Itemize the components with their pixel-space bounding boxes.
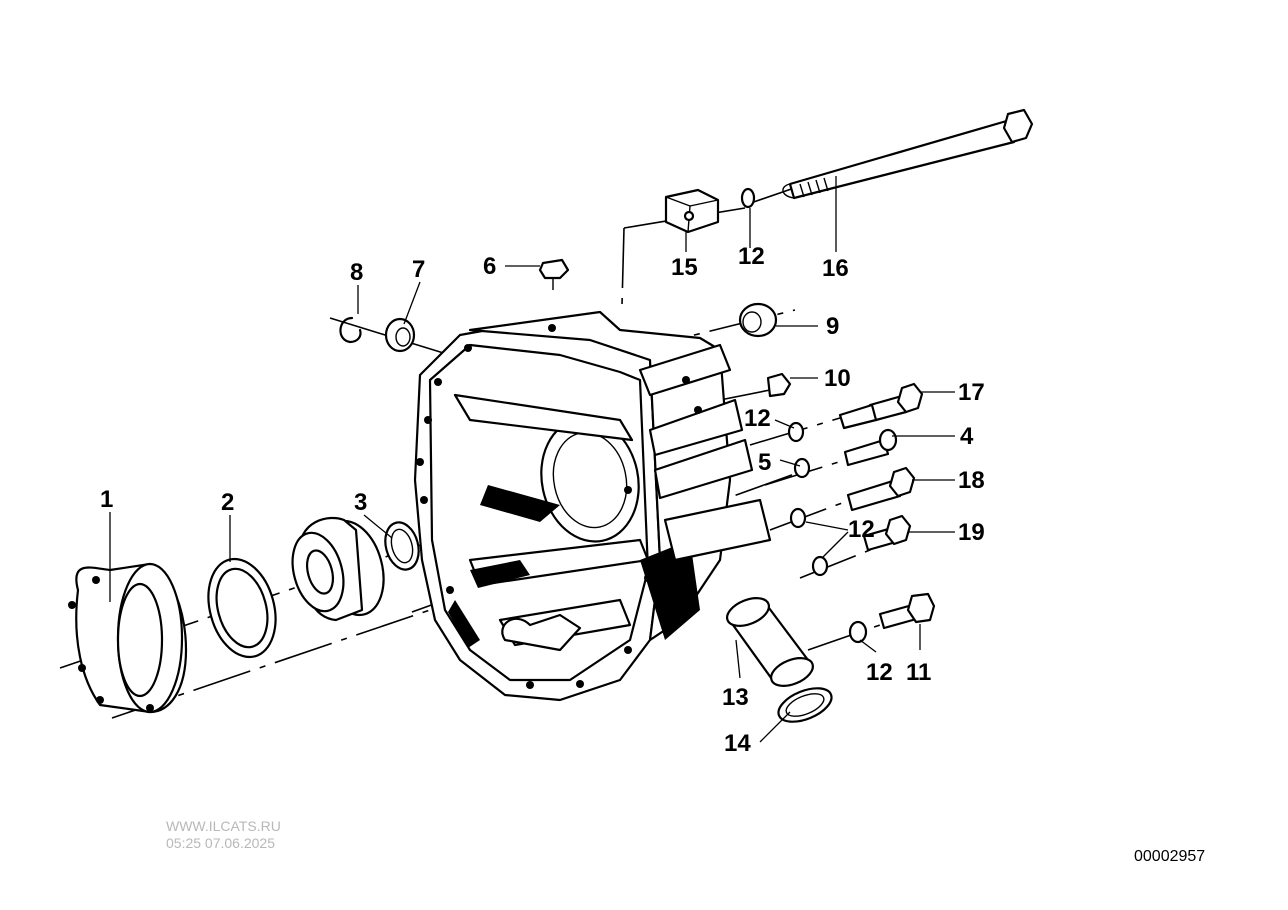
watermark: WWW.ILCATS.RU 05:25 07.06.2025 [166,818,281,852]
callout-11[interactable]: 11 [906,659,931,686]
callout-12-b[interactable]: 12 [744,405,771,432]
callout-17[interactable]: 17 [958,379,985,406]
part-11-bolt [878,592,936,630]
part-17-bolt [838,382,924,430]
part-12-washers [787,421,868,644]
callout-6[interactable]: 6 [483,253,496,280]
gearbox-housing [413,310,772,702]
callout-12-d[interactable]: 12 [866,659,893,686]
callout-8[interactable]: 8 [350,259,363,286]
part-6-breather [538,258,570,290]
part-15-selector-block [664,188,720,234]
callout-12-a[interactable]: 12 [738,243,765,270]
part-3-ball-bearing [291,516,420,622]
part-12-washer-top [740,187,756,209]
part-18-bolt [846,466,916,512]
callout-4[interactable]: 4 [960,423,974,450]
callout-5[interactable]: 5 [758,449,771,476]
callout-2[interactable]: 2 [221,489,234,516]
part-16-long-bolt [782,108,1034,200]
watermark-timestamp: 05:25 07.06.2025 [166,835,275,851]
callout-10[interactable]: 10 [824,365,851,392]
part-9-cap [738,302,778,338]
callout-15[interactable]: 15 [671,254,698,281]
callout-leaders [109,176,955,743]
callout-1[interactable]: 1 [100,486,113,513]
callout-13[interactable]: 13 [722,684,749,711]
callout-12-c[interactable]: 12 [848,516,875,543]
part-8-circlip [339,316,362,344]
callout-9[interactable]: 9 [826,313,839,340]
callout-18[interactable]: 18 [958,467,985,494]
part-4-bolt [843,428,898,467]
part-19-bolt [862,514,912,552]
watermark-site: WWW.ILCATS.RU [166,818,281,834]
part-7-seal [384,317,416,353]
callout-3[interactable]: 3 [354,489,367,516]
callout-labels: 1 2 3 4 5 6 7 8 9 10 11 12 12 12 12 13 1… [100,243,985,757]
part-10-plug [766,372,792,398]
callout-16[interactable]: 16 [822,255,849,282]
part-1-bearing-cover [68,562,188,714]
callout-14[interactable]: 14 [724,730,751,757]
diagram-number: 00002957 [1134,848,1206,865]
callout-19[interactable]: 19 [958,519,985,546]
part-14-o-ring [777,687,833,723]
part-2-shim-ring [207,557,277,659]
callout-7[interactable]: 7 [412,256,425,283]
part-13-sleeve [726,597,814,687]
